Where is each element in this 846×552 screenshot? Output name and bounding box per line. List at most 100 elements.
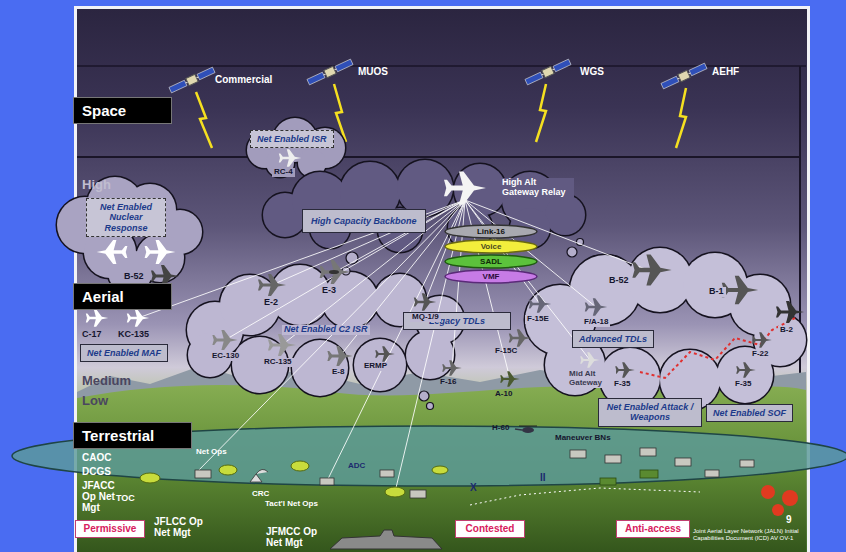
text-label: High — [82, 178, 111, 192]
link-line — [327, 200, 465, 481]
text-label: RC-4 — [272, 168, 295, 177]
ground-units — [600, 478, 616, 485]
node-text: Net Enabled SOF — [713, 408, 786, 418]
text-label: MQ-1/9 — [410, 313, 441, 322]
aircraft — [752, 332, 772, 347]
text-label: B-2 — [778, 326, 795, 335]
satellite-link — [196, 92, 212, 148]
text-label: F-35 — [612, 380, 632, 389]
ground-units — [570, 450, 586, 458]
text-label: DCGS — [82, 466, 111, 477]
text-label: E-2 — [262, 298, 280, 308]
node-text: Anti-access — [621, 523, 685, 535]
node-text: VMF — [444, 269, 538, 284]
text-label: CRC — [252, 490, 269, 499]
text-label: E-8 — [330, 368, 346, 377]
ground-units — [605, 455, 621, 463]
text-label: II — [540, 472, 546, 483]
ring-outline — [445, 225, 537, 238]
ground-units — [291, 461, 309, 471]
node-text: Voice — [444, 239, 538, 254]
link-line — [138, 200, 465, 318]
environment-box: Permissive — [75, 520, 145, 538]
text-label: F-35 — [733, 380, 753, 389]
satellite — [525, 58, 572, 86]
frame-lines — [77, 156, 800, 158]
node-text: Link-16 — [444, 224, 538, 239]
text-label: MUOS — [358, 66, 388, 77]
text-label: F-15E — [525, 315, 551, 324]
aircraft — [145, 240, 176, 264]
ring-outline — [445, 240, 537, 253]
aircraft — [212, 330, 237, 350]
cloud — [263, 160, 585, 252]
text-label: Net Ops — [196, 448, 227, 457]
datalink-ring: VMF — [444, 269, 538, 284]
datalink-ring: SADL — [444, 254, 538, 269]
text-label: Medium — [82, 374, 131, 388]
aircraft — [329, 270, 339, 274]
text-label: ERMP — [362, 362, 389, 371]
text-label: 9 — [786, 514, 792, 525]
aircraft — [529, 295, 551, 313]
ground-units — [640, 448, 656, 456]
text-label: B-1 — [707, 287, 726, 297]
cloud — [525, 248, 806, 410]
ring-outline — [445, 270, 537, 283]
satellite-link — [196, 84, 686, 148]
node-text: High Capacity Backbone — [311, 216, 417, 226]
datalink-ring: Link-16 — [444, 224, 538, 239]
text-label: JFLCC Op Net Mgt — [154, 516, 216, 538]
node-text: Space — [82, 101, 163, 120]
text-label: B-52 — [607, 276, 631, 286]
node-text: Net Enabled Nuclear Response — [93, 202, 159, 233]
layer-label: Space — [73, 97, 172, 124]
ground-units — [385, 487, 405, 497]
ground-units — [705, 470, 719, 477]
aircraft — [258, 274, 286, 296]
node-text: Terrestrial — [82, 426, 183, 445]
node-text: Net Enabled Attack / Weapons — [605, 402, 695, 423]
capability-box: Net Enabled Nuclear Response — [86, 198, 166, 237]
text-label: F/A-18 — [582, 318, 610, 327]
datalink-ring: Voice — [444, 239, 538, 254]
satellite-link — [536, 84, 546, 142]
text-label: Tact'l Net Ops — [265, 500, 318, 509]
node-text: SADL — [444, 254, 538, 269]
aircraft — [86, 149, 804, 387]
text-label: RC-135 — [262, 358, 294, 367]
capability-box: Net Enabled SOF — [706, 404, 793, 422]
link-line — [195, 200, 465, 474]
aircraft — [320, 260, 351, 284]
text-label: TOC — [116, 494, 135, 504]
ground-units — [140, 473, 160, 483]
cloud-bubble — [427, 403, 434, 410]
text-label: JFMCC Op Net Mgt — [266, 526, 328, 548]
node-text: Permissive — [80, 523, 140, 535]
ground-units — [380, 470, 394, 477]
aircraft — [375, 346, 395, 361]
node-text: Net Enabled ISR — [257, 134, 327, 144]
capability-box: Advanced TDLs — [572, 330, 654, 348]
cloud — [57, 177, 202, 294]
ground-units — [761, 485, 798, 516]
cloud — [247, 118, 345, 177]
cloud-bubble — [342, 239, 584, 410]
aircraft — [327, 346, 352, 366]
ground-units — [522, 427, 534, 433]
ground-units — [515, 426, 537, 433]
node-text: Advanced TDLs — [579, 334, 647, 344]
capability-box: High Capacity Backbone — [302, 209, 426, 233]
aircraft — [615, 362, 635, 377]
node-text: Aerial — [82, 287, 163, 306]
ground-units — [740, 460, 754, 467]
text-label: AEHF — [712, 66, 739, 77]
ground-units — [772, 504, 784, 516]
text-label: Low — [82, 394, 108, 408]
environment-box: Contested — [455, 520, 525, 538]
aircraft — [444, 172, 486, 205]
text-label: A-10 — [495, 390, 512, 399]
text-label: Net Enabled C2 ISR — [282, 325, 370, 335]
cloud — [263, 160, 585, 252]
text-label: B-52 — [122, 272, 146, 282]
